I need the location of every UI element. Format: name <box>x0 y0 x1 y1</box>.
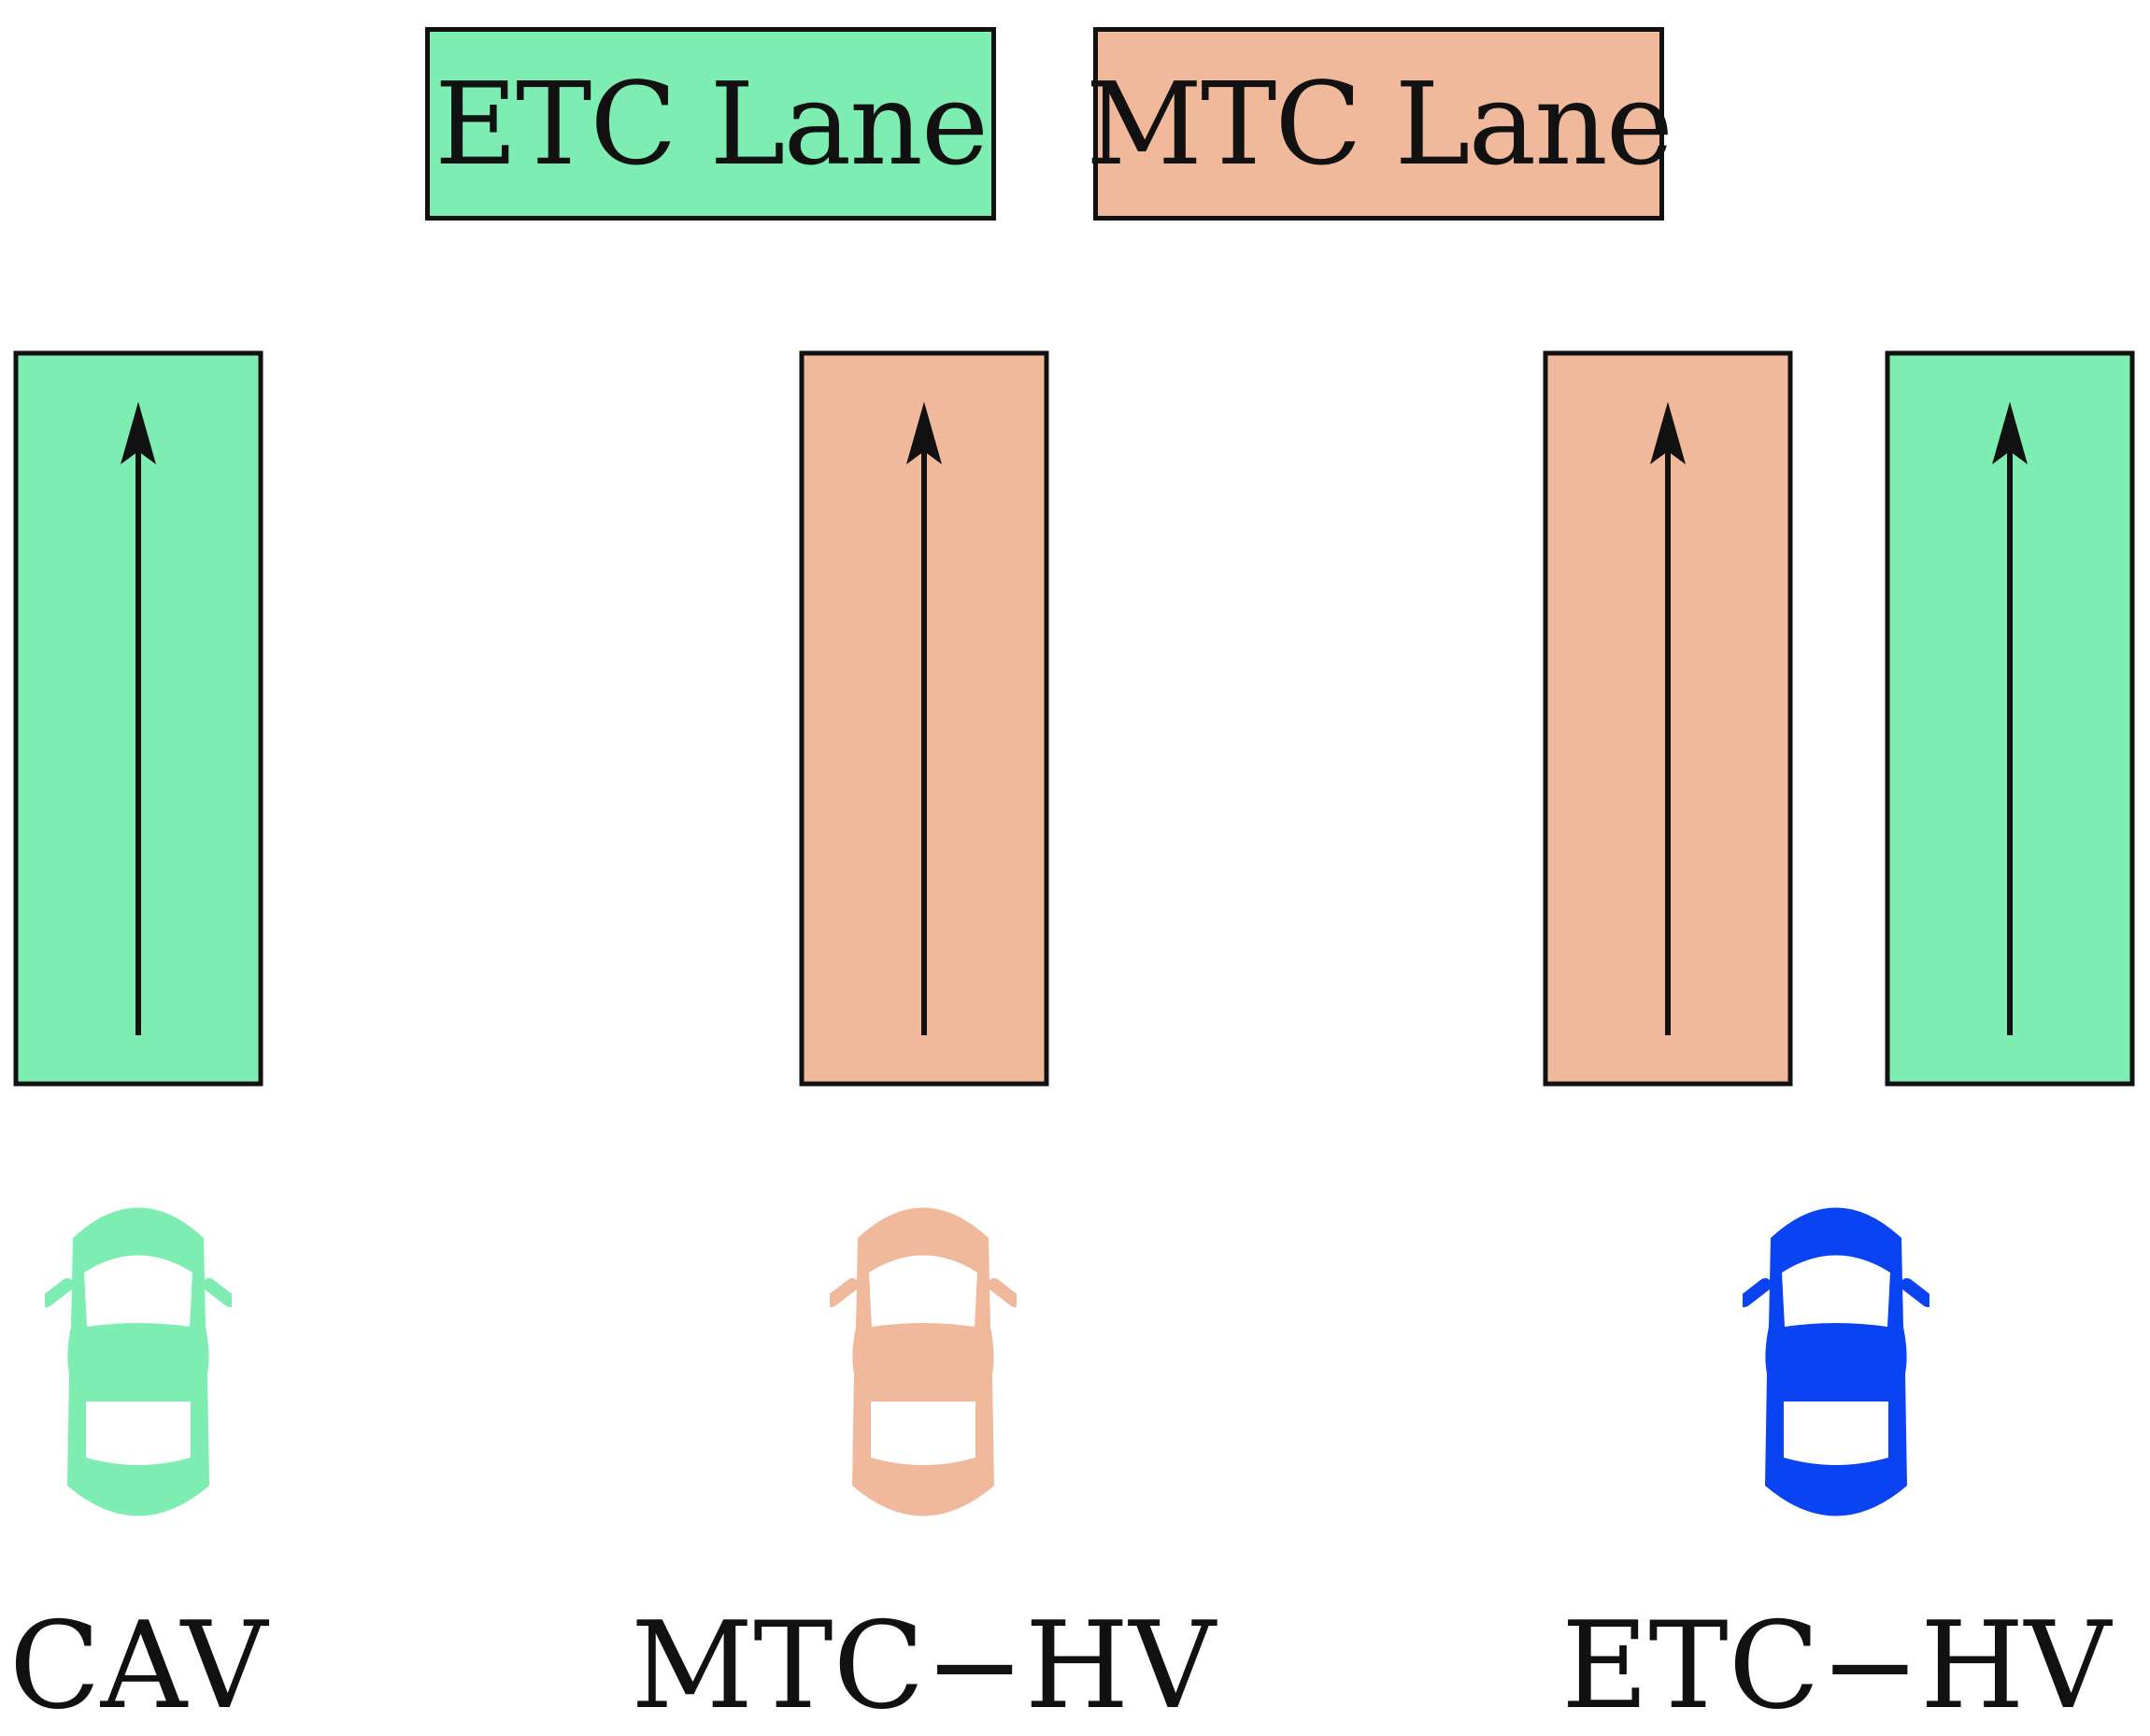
legend-mtc-lane: MTC Lane <box>1086 27 1673 221</box>
arrow-up-icon <box>906 402 942 464</box>
arrow-up-icon <box>121 402 156 464</box>
arrow-up-icon <box>1650 402 1686 464</box>
legend-etc-label: ETC Lane <box>434 57 989 191</box>
car-icon <box>1744 1208 1928 1516</box>
arrow-up-icon <box>1992 402 2028 464</box>
legend-etc-lane: ETC Lane <box>425 27 996 221</box>
lane-etc-4 <box>1885 350 2135 1087</box>
lane-mtc-3 <box>1543 350 1793 1087</box>
car-icon <box>47 1208 230 1516</box>
lane-mtc-2 <box>799 350 1049 1087</box>
vehicle-label-etc-hv: ETC−HV <box>1560 1597 2112 1736</box>
car-icon <box>832 1208 1015 1516</box>
legend-mtc-label: MTC Lane <box>1086 57 1673 191</box>
lane-etc-1 <box>13 350 263 1087</box>
vehicle-label-cav: CAV <box>8 1597 268 1736</box>
vehicle-label-mtc-hv: MTC−HV <box>631 1597 1216 1736</box>
